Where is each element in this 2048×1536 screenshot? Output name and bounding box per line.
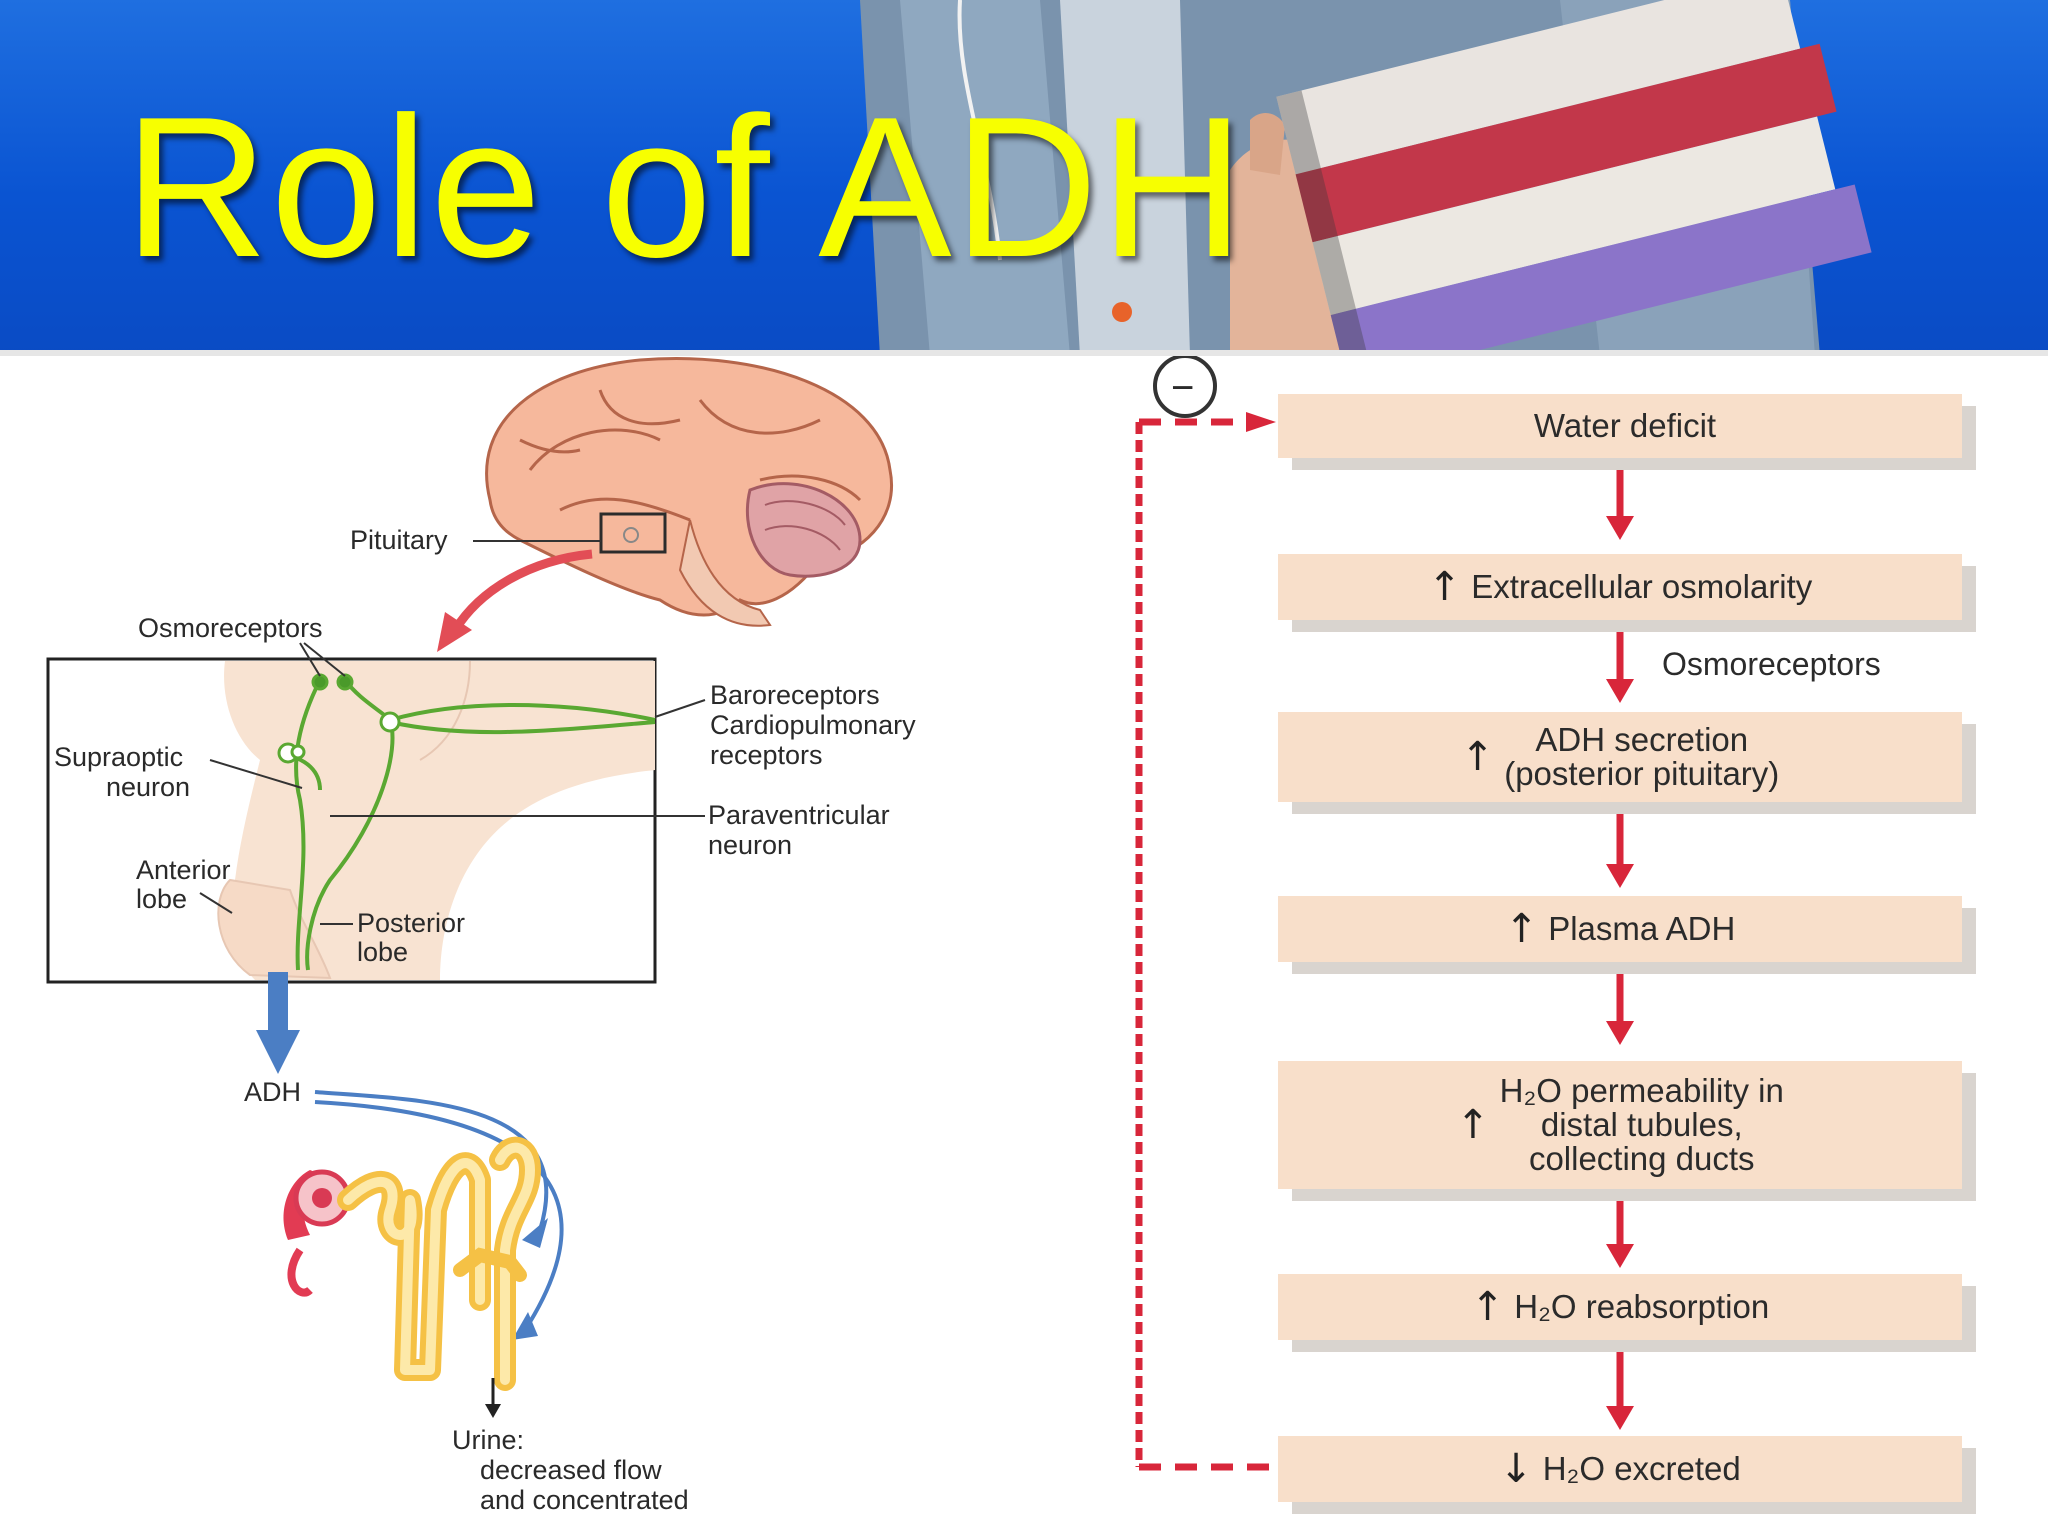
anterior-lobe-label-1: Anterior xyxy=(136,855,231,885)
step-h2o-reabsorption: ↑ H₂O reabsorption xyxy=(1278,1274,1962,1340)
step-3-text-2: (posterior pituitary) xyxy=(1504,755,1780,792)
baroreceptors-label-1: Baroreceptors xyxy=(710,680,880,710)
step-4-text: Plasma ADH xyxy=(1548,910,1736,947)
student-with-books-photo xyxy=(0,0,2048,356)
urine-label-1: Urine: xyxy=(452,1425,525,1455)
osmoreceptors-flow-label: Osmoreceptors xyxy=(1662,646,1881,682)
step-5-text-2: distal tubules, xyxy=(1540,1106,1743,1143)
supraoptic-label-1: Supraoptic xyxy=(54,742,184,772)
feedback-minus-symbol: − xyxy=(1171,366,1195,410)
step-h2o-permeability: ↑ H₂O permeability in distal tubules, co… xyxy=(1278,1061,1962,1189)
step-6-text: H₂O reabsorption xyxy=(1514,1288,1770,1325)
step-5-direction: ↑ xyxy=(1456,1102,1490,1148)
urine-label-2: decreased flow xyxy=(480,1455,662,1485)
slide-header: Role of ADH xyxy=(0,0,2048,356)
anterior-lobe-label-2: lobe xyxy=(136,884,188,914)
step-3-direction: ↑ xyxy=(1460,734,1495,780)
step-7-direction: ↓ xyxy=(1499,1446,1533,1492)
step-5-text-3: collecting ducts xyxy=(1528,1140,1755,1177)
step-5-text-1: H₂O permeability in xyxy=(1499,1072,1784,1109)
step-water-deficit: Water deficit xyxy=(1278,394,1962,458)
step-2-text: Extracellular osmolarity xyxy=(1471,568,1813,605)
osmoreceptors-label: Osmoreceptors xyxy=(138,613,323,643)
step-h2o-excreted: ↓ H₂O excreted xyxy=(1278,1436,1962,1502)
step-3-text-1: ADH secretion xyxy=(1535,721,1749,758)
pituitary-label: Pituitary xyxy=(350,525,448,555)
supraoptic-label-2: neuron xyxy=(106,772,191,802)
step-7-text: H₂O excreted xyxy=(1542,1450,1741,1487)
step-2-direction: ↑ xyxy=(1427,564,1462,610)
posterior-lobe-label-1: Posterior xyxy=(357,908,466,938)
slide-title: Role of ADH xyxy=(124,76,1247,299)
urine-label-3: and concentrated xyxy=(480,1485,689,1515)
brain-icon xyxy=(485,356,893,627)
nephron-icon xyxy=(283,1136,542,1391)
step-extracellular-osmolarity: ↑ Extracellular osmolarity xyxy=(1278,554,1962,620)
step-4-direction: ↑ xyxy=(1504,906,1539,952)
adh-label: ADH xyxy=(244,1077,302,1107)
neuron-pathways xyxy=(289,678,656,971)
posterior-lobe-label-2: lobe xyxy=(357,937,409,967)
step-6-direction: ↑ xyxy=(1470,1284,1505,1330)
paraventricular-label-2: neuron xyxy=(708,830,793,860)
paraventricular-label-1: Paraventricular xyxy=(708,800,890,830)
adh-diagram: Pituitary Osmoreceptors Supraoptic neuro… xyxy=(0,356,2048,1536)
flowchart-connectors xyxy=(1135,356,1634,1471)
step-plasma-adh: ↑ Plasma ADH xyxy=(1278,896,1962,962)
baroreceptors-label-2: Cardiopulmonary xyxy=(710,710,916,740)
step-1-text: Water deficit xyxy=(1533,407,1717,444)
baroreceptors-label-3: receptors xyxy=(710,740,823,770)
step-adh-secretion: ↑ ADH secretion (posterior pituitary) xyxy=(1278,712,1962,802)
anatomy-illustration xyxy=(46,356,893,1418)
